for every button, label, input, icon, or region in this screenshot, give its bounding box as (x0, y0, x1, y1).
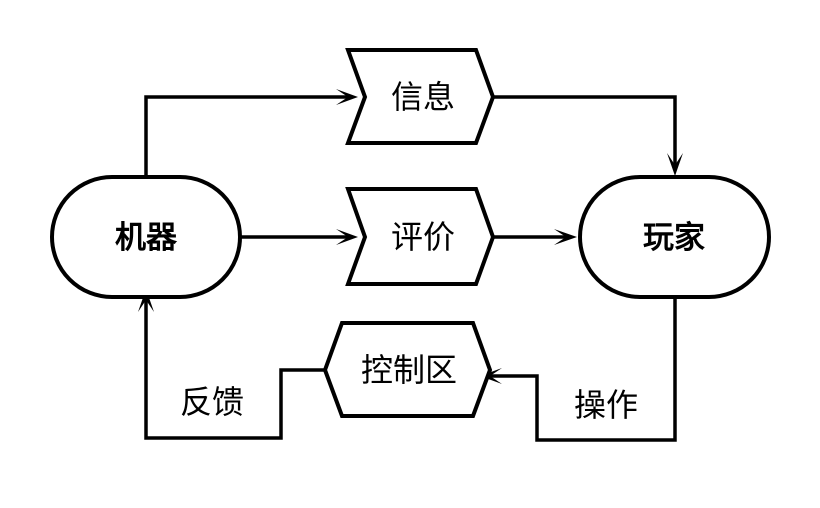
info-flag (345, 48, 496, 145)
player-node (578, 175, 771, 299)
edge-info-to-player (493, 95, 677, 165)
info-label: 信息 (391, 78, 455, 116)
machine-node (50, 175, 242, 299)
arrowhead-to-evaluation (336, 229, 358, 245)
operation-label: 操作 (574, 386, 638, 424)
arrowhead-to-info (336, 89, 358, 105)
feedback-label: 反馈 (180, 383, 244, 421)
control-label: 控制区 (361, 351, 457, 389)
player-label: 玩家 (643, 220, 705, 256)
edge-player-to-control (490, 298, 677, 442)
edge-control-to-machine (144, 300, 325, 440)
machine-label: 机器 (115, 220, 178, 256)
arrowhead-to-player-left (554, 229, 577, 245)
evaluation-flag (345, 187, 496, 286)
control-flag (322, 321, 493, 418)
arrowhead-to-player-top (667, 153, 683, 176)
edge-machine-to-info (144, 95, 348, 177)
evaluation-label: 评价 (391, 218, 455, 256)
